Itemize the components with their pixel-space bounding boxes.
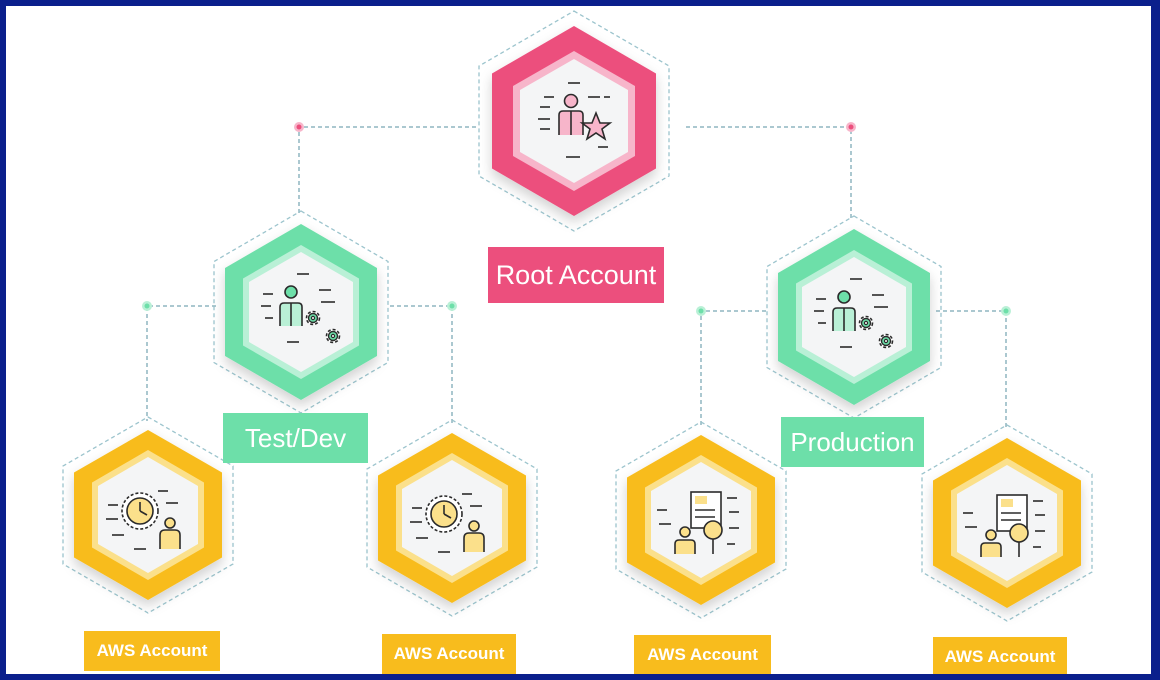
- user-gears-icon: [814, 278, 894, 349]
- root-account-label: Root Account: [488, 247, 664, 303]
- user-gears-icon: [261, 273, 341, 344]
- account-node-4: [921, 424, 1093, 622]
- clock-user-icon: [410, 493, 485, 553]
- aws-account-label-3: AWS Account: [634, 635, 771, 674]
- aws-account-label-4: AWS Account: [933, 637, 1067, 674]
- connector-root-production: [686, 126, 852, 218]
- production-label: Production: [781, 417, 924, 467]
- clock-user-icon: [106, 490, 181, 550]
- diagram-frame: Root Account Test/Dev Production AWS Acc…: [6, 6, 1151, 674]
- connector-testdev-left: [146, 305, 216, 421]
- user-star-icon: [538, 82, 613, 158]
- connector-testdev-right: [390, 305, 453, 424]
- connector-production-left: [700, 310, 766, 426]
- connector-root-testdev: [298, 126, 476, 214]
- account-node-2: [366, 419, 538, 617]
- testdev-node: [213, 210, 389, 414]
- account-node-3: [615, 421, 787, 619]
- connector-dots: [142, 122, 1011, 316]
- production-node: [766, 215, 942, 419]
- hierarchy-diagram: [62, 10, 1093, 622]
- document-search-user-icon: [657, 491, 739, 554]
- document-search-user-icon: [963, 494, 1045, 557]
- root-node: [478, 10, 670, 232]
- aws-account-label-2: AWS Account: [382, 634, 516, 674]
- aws-account-label-1: AWS Account: [84, 631, 220, 671]
- account-node-1: [62, 416, 234, 614]
- testdev-label: Test/Dev: [223, 413, 368, 463]
- connector-production-right: [936, 310, 1007, 429]
